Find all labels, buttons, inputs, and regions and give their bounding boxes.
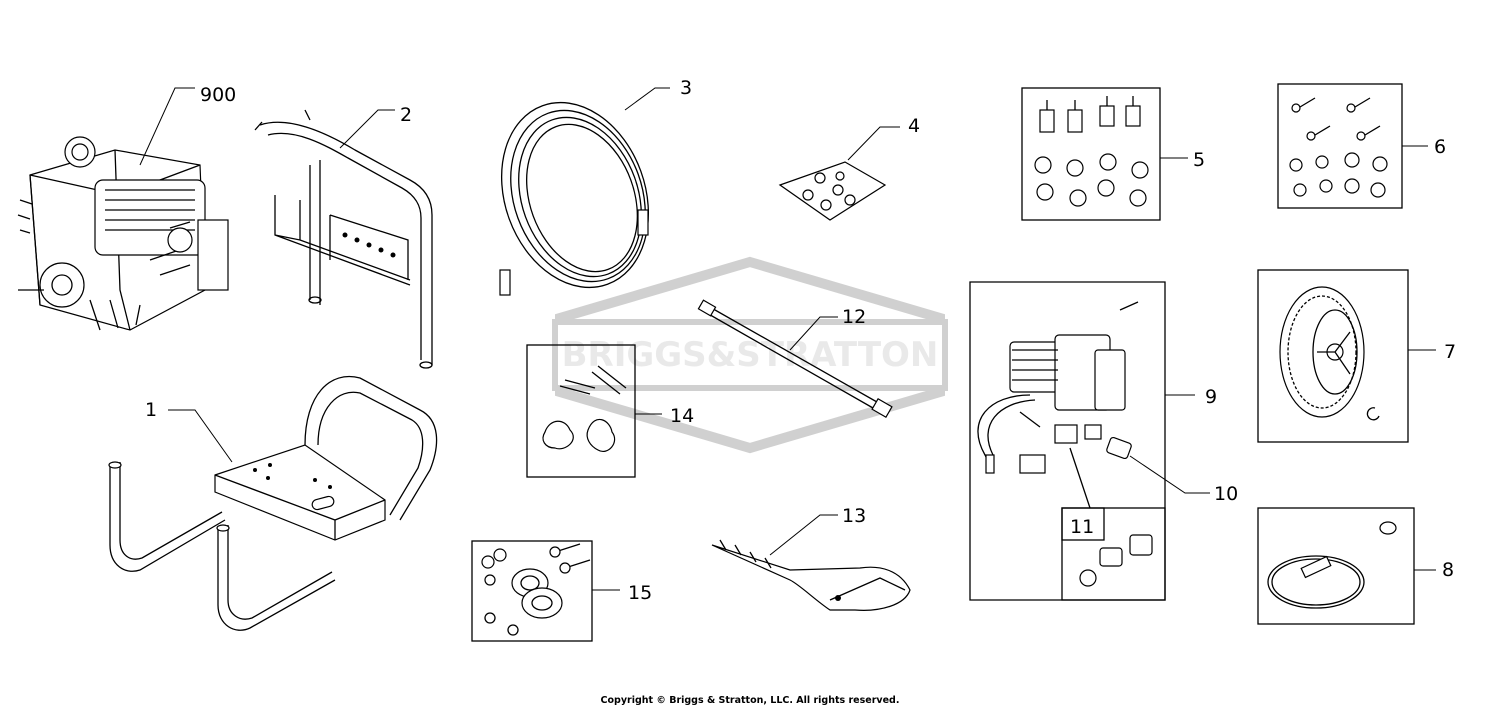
- part-fitting-kit[interactable]: [1061, 447, 1166, 601]
- leader-10: [1129, 455, 1210, 494]
- label-3: 3: [680, 77, 692, 99]
- label-14: 14: [670, 405, 694, 427]
- part-wheel[interactable]: [1257, 269, 1409, 443]
- label-13: 12: [842, 306, 866, 328]
- part-handle[interactable]: [254, 109, 433, 369]
- part-knob-kit[interactable]: [526, 344, 636, 478]
- label-10: 10: [1214, 483, 1238, 505]
- part-hose[interactable]: [477, 82, 674, 308]
- leader-12: [769, 514, 838, 556]
- part-base-frame[interactable]: [108, 375, 438, 631]
- part-engine[interactable]: [17, 136, 229, 331]
- label-9: 9: [1205, 386, 1217, 408]
- label-12: 13: [842, 505, 866, 527]
- part-small-hardware-bag[interactable]: [778, 161, 887, 221]
- part-hose-kit[interactable]: [1257, 507, 1415, 625]
- label-11: 11: [1070, 516, 1094, 538]
- label-6: 6: [1434, 136, 1446, 158]
- label-15: 15: [628, 582, 652, 604]
- leader-900: [139, 87, 195, 166]
- label-4: 4: [908, 115, 920, 137]
- leader-1: [168, 409, 233, 463]
- leader-4: [847, 126, 900, 161]
- leader-2: [339, 109, 395, 149]
- part-spray-gun[interactable]: [711, 539, 911, 611]
- label-7: 7: [1444, 341, 1456, 363]
- copyright-notice: Copyright © Briggs & Stratton, LLC. All …: [600, 695, 900, 706]
- label-2: 2: [400, 104, 412, 126]
- watermark: BRIGGS&STRATTON: [552, 256, 948, 454]
- part-spray-wand[interactable]: [697, 299, 893, 419]
- label-900: 900: [200, 84, 236, 106]
- leader-3: [624, 87, 670, 111]
- leader-13: [789, 316, 838, 351]
- watermark-text: BRIGGS&STRATTON: [562, 335, 939, 375]
- part-hardware-kit-15[interactable]: [471, 540, 593, 642]
- label-8: 8: [1442, 559, 1454, 581]
- part-hardware-kit-6[interactable]: [1277, 83, 1403, 209]
- part-pump-fitting[interactable]: [1106, 436, 1132, 460]
- part-pump[interactable]: [969, 281, 1166, 601]
- label-5: 5: [1193, 149, 1205, 171]
- label-1: 1: [145, 399, 157, 421]
- part-hardware-kit-5[interactable]: [1021, 87, 1161, 221]
